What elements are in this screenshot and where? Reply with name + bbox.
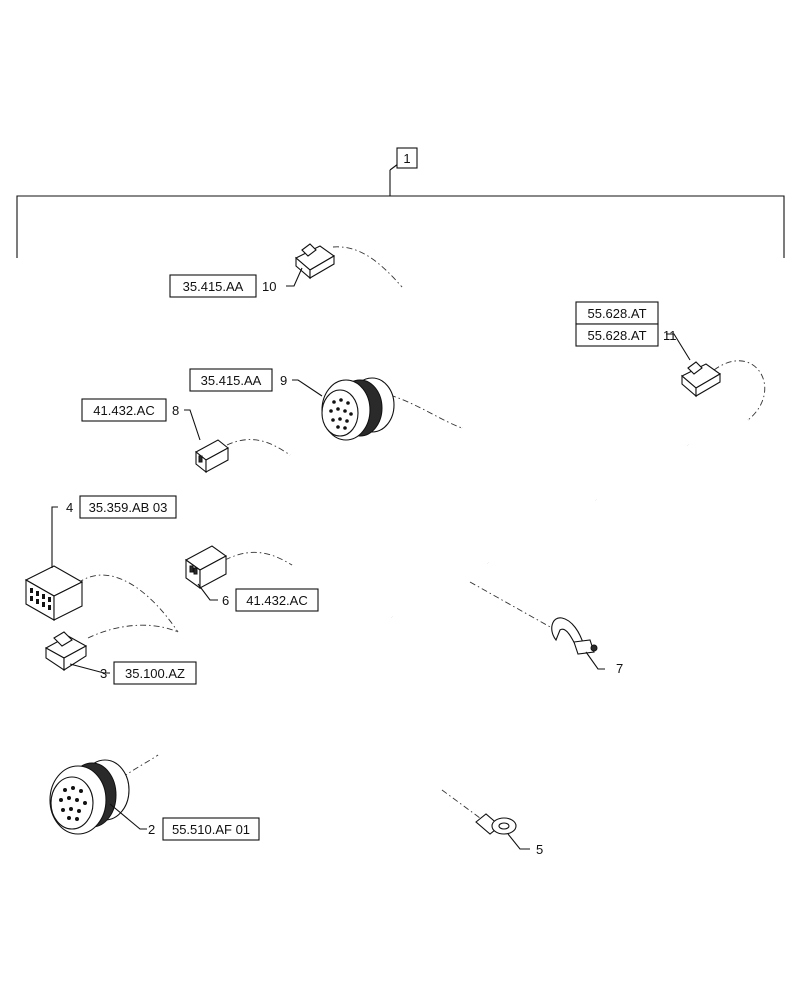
assembly-bracket: 1 [16,147,785,258]
clip-7-icon[interactable] [551,617,598,655]
ring-terminal-5-icon[interactable] [475,813,517,835]
callout-2[interactable]: 2 55.510.AF 01 [148,817,260,841]
assembly-item-number: 1 [403,151,410,166]
callout-7-number: 7 [616,661,623,676]
callout-8-number: 8 [172,403,179,418]
connector-6-icon[interactable] [184,545,228,590]
callout-4[interactable]: 4 35.359.AB 03 [66,495,177,519]
callout-4-ref: 35.359.AB 03 [89,500,168,515]
connector-10-icon[interactable] [295,243,336,280]
callout-11-ref-2: 55.628.AT [587,328,646,343]
callout-4-number: 4 [66,500,73,515]
callout-10-number: 10 [262,279,276,294]
callout-2-ref: 55.510.AF 01 [172,822,250,837]
callout-11-ref-1: 55.628.AT [587,306,646,321]
callout-5[interactable]: 5 [536,842,543,857]
wire-pigtails [77,246,766,819]
connector-11-icon[interactable] [681,361,722,398]
callout-3-number: 3 [100,666,107,681]
connector-9-icon[interactable] [321,377,395,441]
connector-4-icon[interactable] [24,565,84,621]
callout-6-ref: 41.432.AC [246,593,307,608]
callout-11-number: 11 [663,328,677,343]
callout-9-number: 9 [280,373,287,388]
callout-10[interactable]: 35.415.AA 10 [169,274,276,298]
callout-6-number: 6 [222,593,229,608]
connector-2-icon[interactable] [49,759,130,835]
callout-5-number: 5 [536,842,543,857]
callout-9-ref: 35.415.AA [201,373,262,388]
callout-6[interactable]: 6 41.432.AC [222,588,319,612]
callout-3-ref: 35.100.AZ [125,666,185,681]
callout-8[interactable]: 41.432.AC 8 [81,398,179,422]
connector-8-icon[interactable] [195,439,229,474]
callout-3[interactable]: 3 35.100.AZ [100,661,197,685]
callout-8-ref: 41.432.AC [93,403,154,418]
callout-7[interactable]: 7 [616,661,623,676]
harness-wires [157,285,749,791]
connector-3-icon[interactable] [44,631,88,672]
leader-lines [51,267,691,850]
callout-2-number: 2 [148,822,155,837]
callout-9[interactable]: 35.415.AA 9 [189,368,287,392]
callout-11[interactable]: 55.628.AT 55.628.AT 11 [575,301,677,347]
callout-10-ref: 35.415.AA [183,279,244,294]
